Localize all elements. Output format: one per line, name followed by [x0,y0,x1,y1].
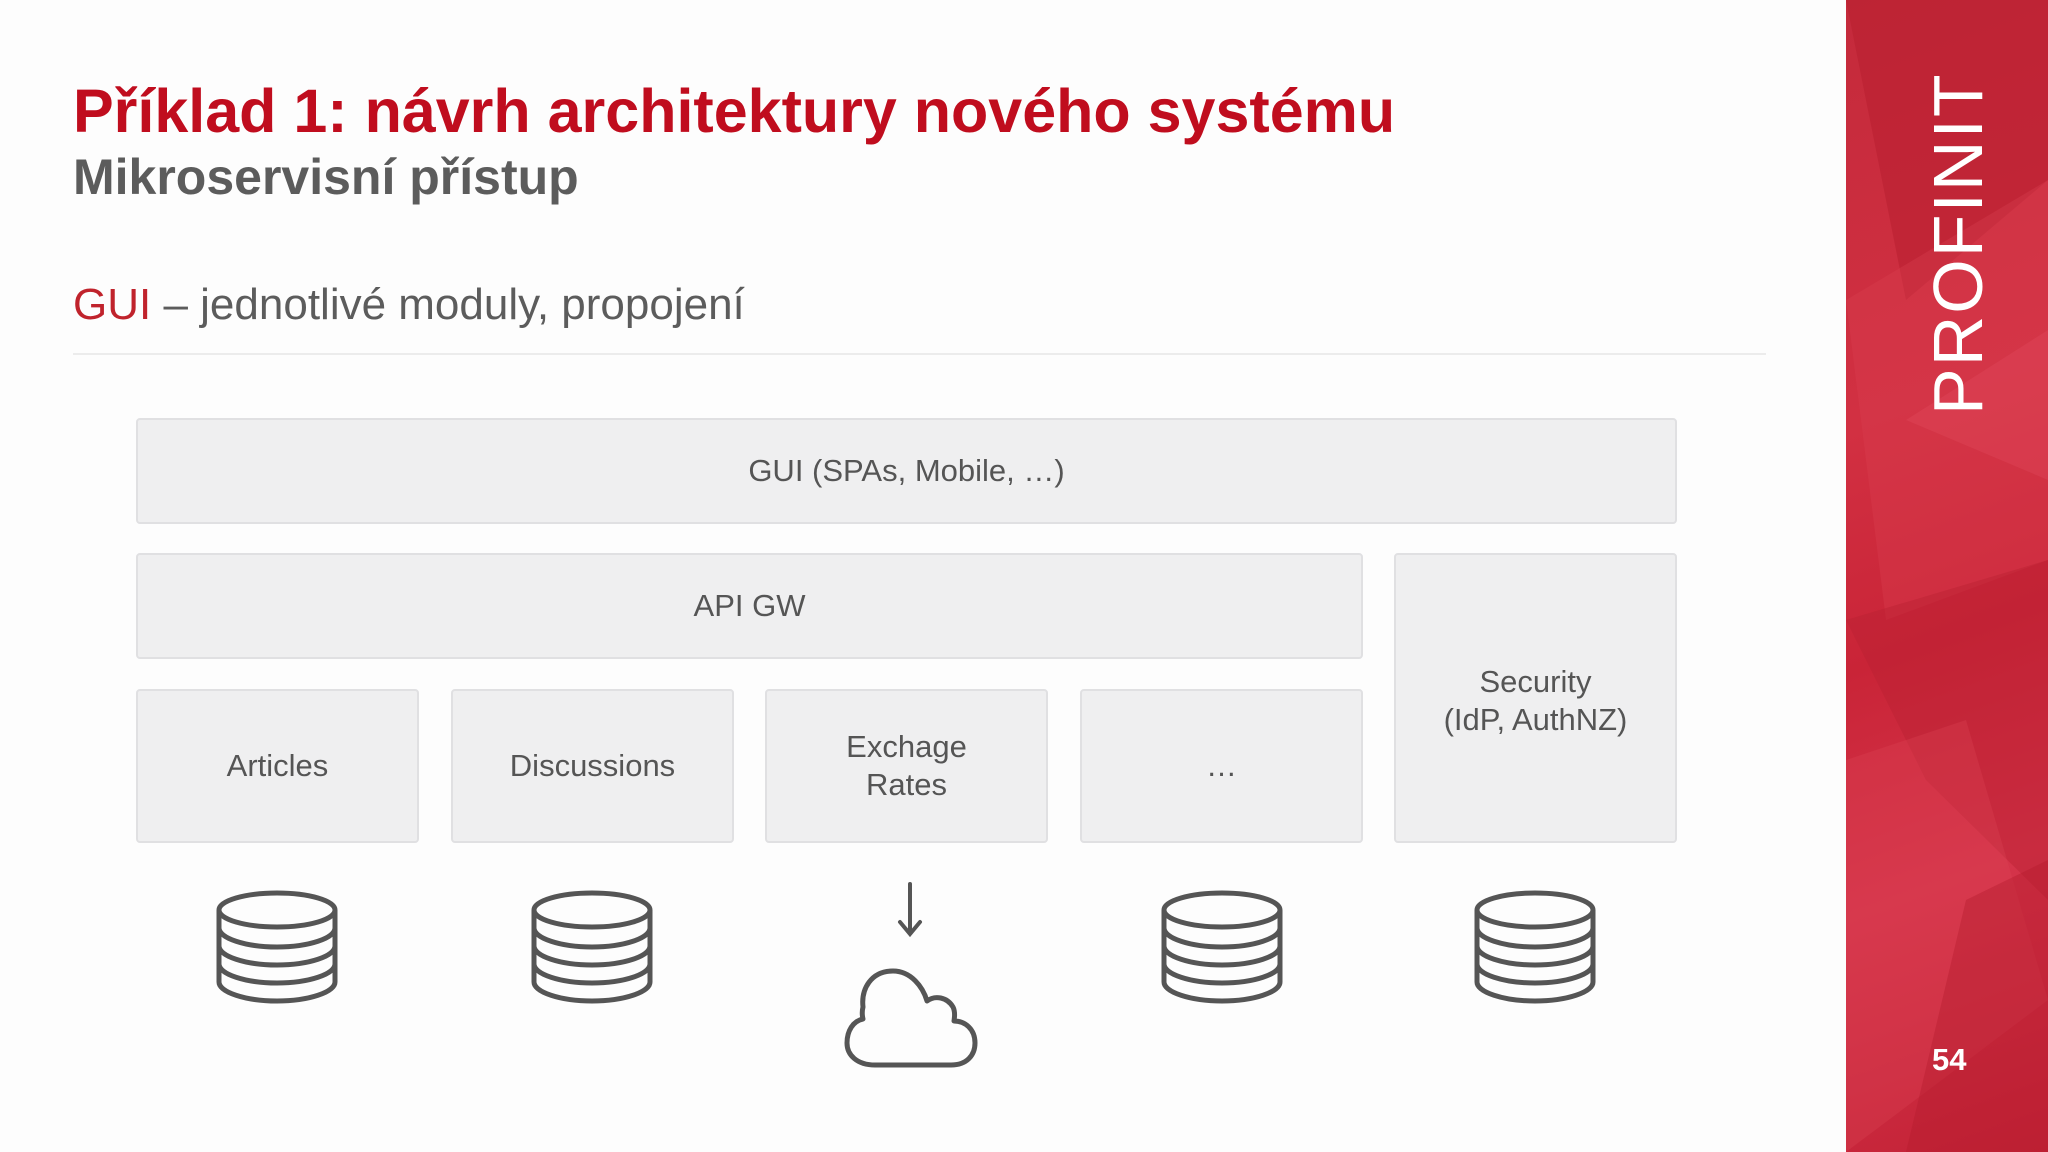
security-box: Security (IdP, AuthNZ) [1394,553,1677,843]
service-box-exchange-rates: Exchage Rates [765,689,1048,843]
slide-title: Příklad 1: návrh architektury nového sys… [73,77,1396,145]
slide: Příklad 1: návrh architektury nového sys… [73,77,1766,1068]
database-icon [1474,890,1596,1004]
gui-layer-box: GUI (SPAs, Mobile, …) [136,418,1677,524]
database-icon [216,890,338,1004]
cloud-icon [844,968,978,1068]
service-label: Discussions [509,748,676,784]
page-number: 54 [1932,1042,1967,1077]
database-icon [1161,890,1283,1004]
slide-subtitle: Mikroservisní přístup [73,149,579,205]
api-gateway-box: API GW [136,553,1363,659]
service-box-articles: Articles [136,689,419,843]
brand-sidebar [1846,0,2048,1152]
service-label: Exchage Rates [846,729,967,802]
arrow-down-icon [898,882,922,938]
section-text: – jednotlivé moduly, propojení [151,280,745,329]
security-label: Security (IdP, AuthNZ) [1443,664,1628,737]
service-box-more: … [1080,689,1363,843]
service-label: … [1206,748,1237,784]
gui-layer-label: GUI (SPAs, Mobile, …) [748,453,1065,489]
api-gateway-label: API GW [693,588,806,624]
brand-logo-text: PROFINIT [1919,72,1997,415]
section-heading: GUI – jednotlivé moduly, propojení [73,280,745,330]
sidebar-pattern [1846,0,2048,1152]
section-accent: GUI [73,280,152,329]
database-icon [531,890,653,1004]
divider [73,353,1766,355]
service-label: Articles [226,748,329,784]
service-box-discussions: Discussions [451,689,734,843]
